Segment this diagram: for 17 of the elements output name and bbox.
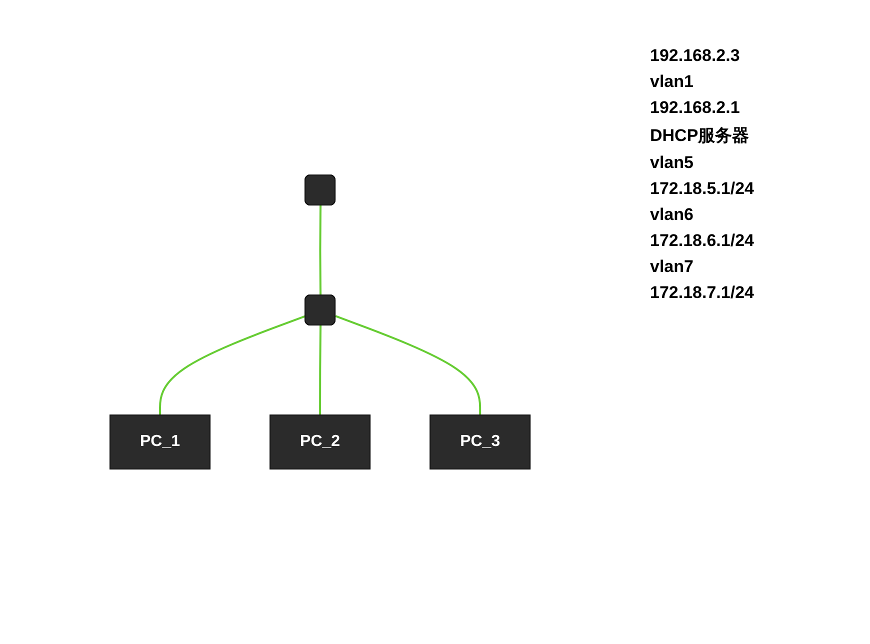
address-label: vlan6 [650,205,694,225]
address-label: vlan7 [650,257,694,277]
connector [319,325,322,415]
address-label: 192.168.2.1 [650,98,741,118]
address-label: DHCP服务器 [650,125,750,147]
connector [335,315,482,415]
address-label: 172.18.7.1/24 [650,283,755,303]
address-label: 172.18.5.1/24 [650,179,755,199]
node-box: PC_1 [109,414,210,470]
connector [319,205,322,296]
address-label: 192.168.2.3 [650,46,741,66]
node-box: PC_2 [269,414,371,470]
address-label: 172.18.6.1/24 [650,231,755,251]
node-box: PC_3 [430,414,531,470]
address-label: vlan1 [650,72,694,92]
connector [158,315,306,415]
address-label: vlan5 [650,153,694,173]
